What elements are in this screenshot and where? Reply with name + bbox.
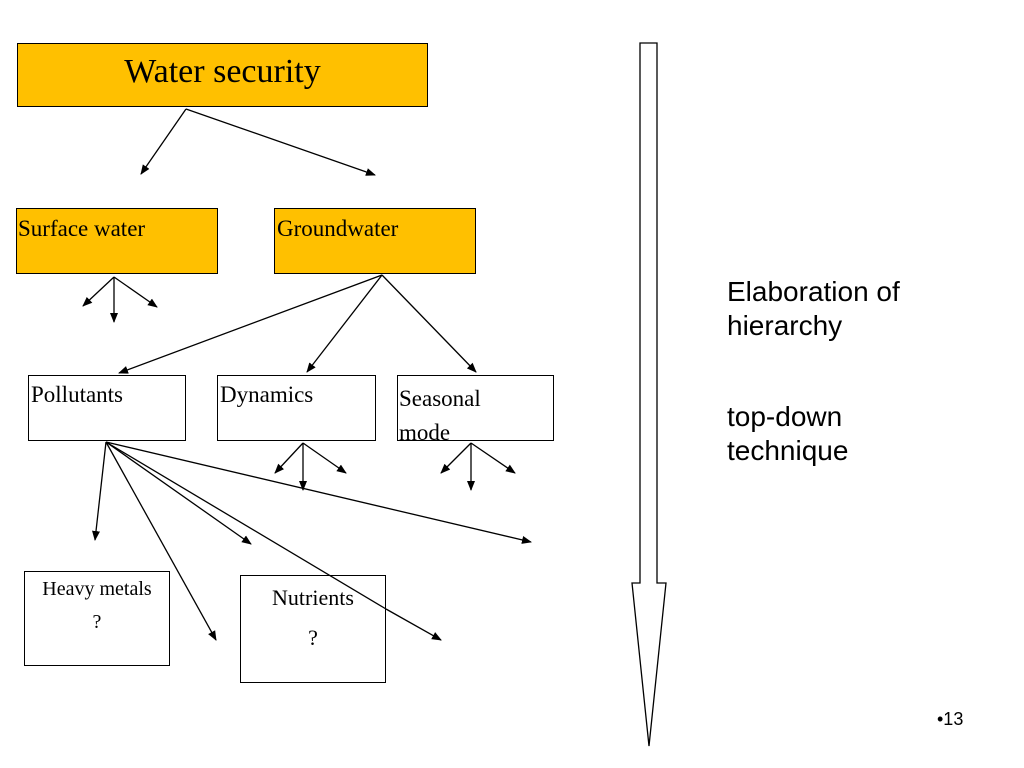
- edge-water-security-to-surface-water: [140, 108, 187, 175]
- side-text-line-2: hierarchy: [727, 310, 843, 341]
- seasonal-mode-node: Seasonal mode: [397, 375, 554, 445]
- surface-water-box-fill: [16, 208, 218, 274]
- edge-pollutants-to-heavy-metals: [92, 441, 107, 541]
- surface-water-node: Surface water: [16, 208, 218, 274]
- hierarchy-direction-arrow-icon: [631, 42, 667, 747]
- side-text-line-4: technique: [727, 435, 849, 466]
- edge-groundwater-to-dynamics: [306, 274, 383, 373]
- edge-surface-water-child-right: [113, 276, 158, 308]
- pollutants-node: Pollutants: [28, 375, 186, 441]
- edge-pollutants-to-nutrients: [105, 441, 387, 610]
- nutrients-question-mark: ?: [308, 625, 318, 650]
- edge-nutrients-continuation: [385, 608, 442, 641]
- side-text-line-3: top-down: [727, 401, 843, 432]
- side-text-technique: top-down technique: [727, 400, 848, 468]
- edge-pollutants-to-lower-branch: [105, 441, 217, 641]
- edge-groundwater-to-pollutants: [118, 274, 383, 374]
- groundwater-node: Groundwater: [274, 208, 476, 274]
- edge-pollutants-to-far-branch: [105, 441, 532, 544]
- edge-dynamics-child-left: [274, 442, 304, 474]
- edge-seasonal-mode-child-left: [440, 442, 472, 474]
- side-text-line-1: Elaboration of: [727, 276, 900, 307]
- dynamics-node: Dynamics: [217, 375, 376, 441]
- heavy-metals-question-mark: ?: [92, 611, 102, 633]
- edge-pollutants-to-mid-branch: [105, 441, 252, 545]
- seasonal-mode-label: Seasonal mode: [399, 386, 481, 445]
- surface-water-label: Surface water: [18, 216, 146, 241]
- dynamics-label: Dynamics: [220, 382, 314, 407]
- edge-groundwater-to-seasonal-mode: [381, 274, 477, 373]
- groundwater-label: Groundwater: [277, 216, 399, 241]
- side-text-elaboration: Elaboration of hierarchy: [727, 275, 900, 343]
- edge-dynamics-child-right: [302, 442, 347, 474]
- pollutants-label: Pollutants: [31, 382, 124, 407]
- heavy-metals-node: Heavy metals ?: [24, 571, 170, 666]
- edge-water-security-to-groundwater: [185, 108, 376, 176]
- edge-seasonal-mode-child-right: [470, 442, 516, 474]
- groundwater-box-fill: [274, 208, 476, 274]
- water-security-box-fill: [17, 43, 428, 107]
- heavy-metals-label: Heavy metals: [42, 578, 152, 600]
- page-number: •13: [937, 709, 964, 729]
- nutrients-label: Nutrients: [272, 585, 354, 610]
- nutrients-node: Nutrients ?: [240, 575, 386, 683]
- edge-surface-water-child-left: [82, 276, 115, 307]
- water-security-label: Water security: [124, 53, 321, 90]
- edges: [82, 108, 532, 641]
- water-security-node: Water security: [17, 43, 428, 107]
